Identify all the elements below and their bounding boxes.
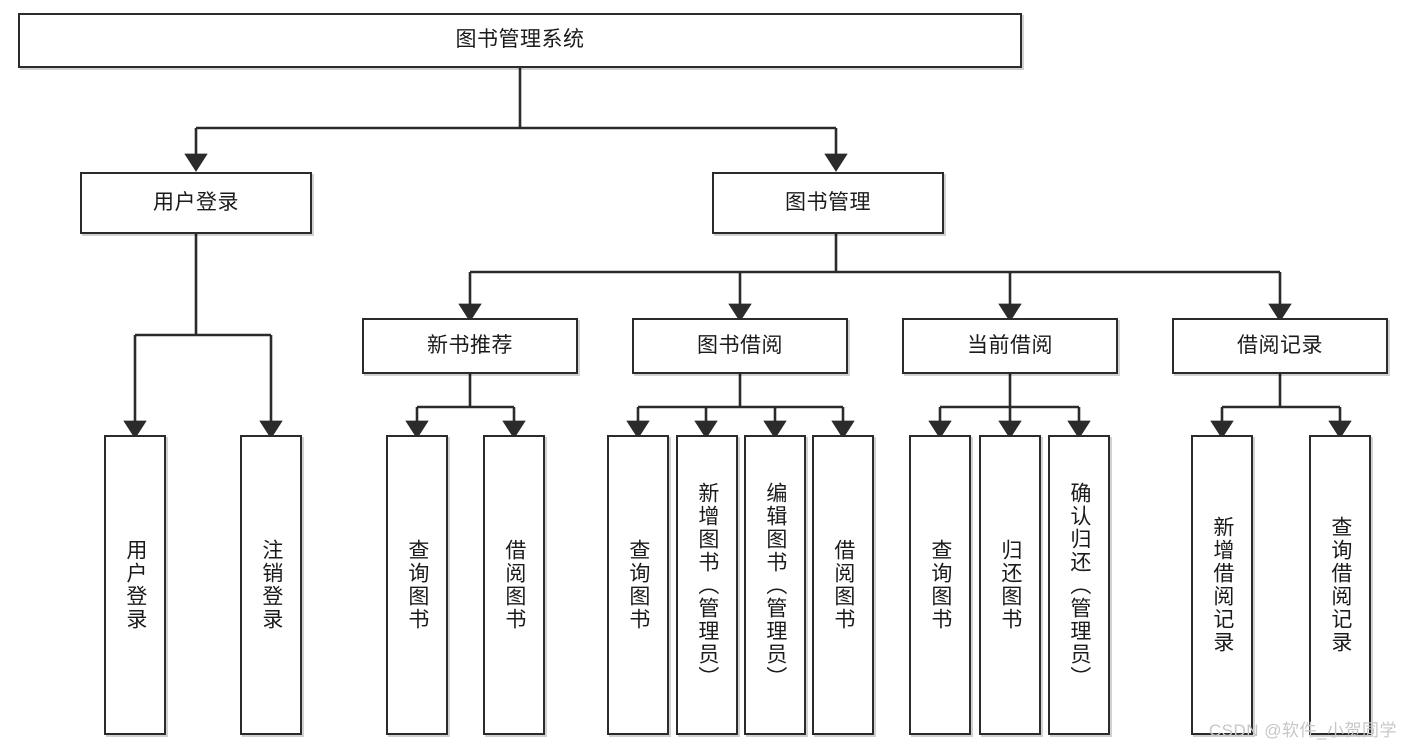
node-leaf-query-book-3-label: 查询图书 — [928, 539, 952, 631]
node-borrow-record-label: 借阅记录 — [1237, 333, 1323, 357]
node-leaf-add-record-label: 新增借阅记录 — [1210, 516, 1234, 654]
node-leaf-borrow-book-2-label: 借阅图书 — [831, 539, 855, 631]
node-leaf-query-book-1-label: 查询图书 — [405, 539, 429, 631]
node-leaf-edit-book-label: 编辑图书（管理员） — [763, 481, 787, 689]
node-leaf-logout-label: 注销登录 — [259, 539, 283, 631]
node-leaf-add-record[interactable]: 新增借阅记录 — [1191, 435, 1253, 735]
node-root[interactable]: 图书管理系统 — [18, 13, 1022, 68]
node-leaf-query-book-1[interactable]: 查询图书 — [386, 435, 448, 735]
watermark: CSDN @软件_小贺同学 — [1208, 721, 1397, 740]
node-leaf-logout[interactable]: 注销登录 — [240, 435, 302, 735]
node-leaf-query-record-label: 查询借阅记录 — [1328, 516, 1352, 654]
node-leaf-add-book-label: 新增图书（管理员） — [695, 481, 719, 689]
node-borrow-record[interactable]: 借阅记录 — [1172, 318, 1388, 374]
node-new-book-recommend-label: 新书推荐 — [427, 333, 513, 357]
node-new-book-recommend[interactable]: 新书推荐 — [362, 318, 578, 374]
node-leaf-borrow-book-2[interactable]: 借阅图书 — [812, 435, 874, 735]
node-book-borrow-label: 图书借阅 — [697, 333, 783, 357]
node-current-borrow[interactable]: 当前借阅 — [902, 318, 1118, 374]
node-leaf-query-book-2-label: 查询图书 — [626, 539, 650, 631]
node-leaf-user-login[interactable]: 用户登录 — [104, 435, 166, 735]
node-leaf-return-book-label: 归还图书 — [998, 539, 1022, 631]
node-leaf-return-book[interactable]: 归还图书 — [979, 435, 1041, 735]
node-book-manage-label: 图书管理 — [785, 190, 871, 214]
node-leaf-query-record[interactable]: 查询借阅记录 — [1309, 435, 1371, 735]
node-book-manage[interactable]: 图书管理 — [712, 172, 944, 234]
node-leaf-borrow-book-1-label: 借阅图书 — [502, 539, 526, 631]
node-leaf-user-login-label: 用户登录 — [123, 539, 147, 631]
node-user-login[interactable]: 用户登录 — [80, 172, 312, 234]
node-leaf-confirm-return[interactable]: 确认归还（管理员） — [1048, 435, 1110, 735]
node-root-label: 图书管理系统 — [455, 28, 585, 52]
node-leaf-query-book-3[interactable]: 查询图书 — [909, 435, 971, 735]
node-leaf-edit-book[interactable]: 编辑图书（管理员） — [744, 435, 806, 735]
node-leaf-query-book-2[interactable]: 查询图书 — [607, 435, 669, 735]
node-user-login-label: 用户登录 — [153, 190, 239, 214]
node-leaf-add-book[interactable]: 新增图书（管理员） — [676, 435, 738, 735]
node-book-borrow[interactable]: 图书借阅 — [632, 318, 848, 374]
node-leaf-borrow-book-1[interactable]: 借阅图书 — [483, 435, 545, 735]
node-leaf-confirm-return-label: 确认归还（管理员） — [1067, 481, 1091, 689]
node-current-borrow-label: 当前借阅 — [967, 333, 1053, 357]
